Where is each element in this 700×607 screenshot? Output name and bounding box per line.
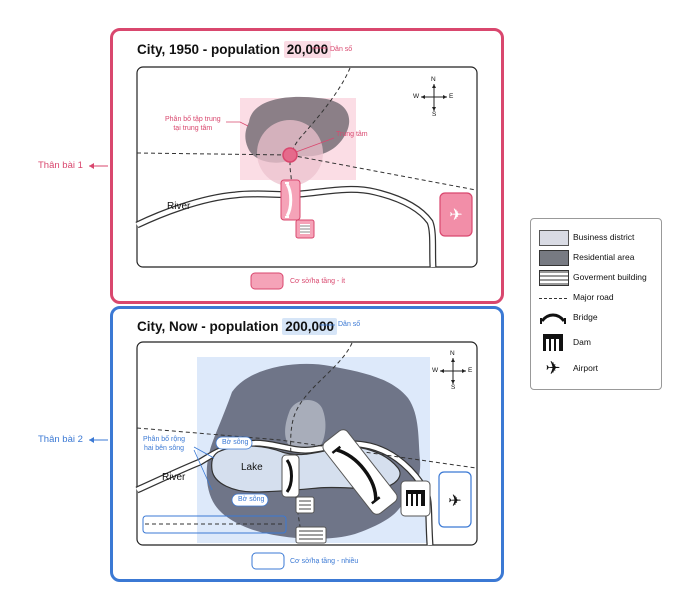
- government-building-swatch: [539, 270, 569, 286]
- airport-1950-highlight: [439, 192, 473, 237]
- lake-label: Lake: [241, 462, 263, 473]
- side-arrow-1-head: [89, 163, 94, 169]
- airport-now-icon: ✈: [448, 493, 461, 510]
- legend-item-business: [539, 229, 569, 247]
- bridge-now-2: [322, 429, 398, 515]
- compass-now-w: W: [432, 367, 439, 374]
- infra-note-now: Cơ sở/hạ tầng - nhiều: [290, 558, 359, 565]
- legend-label-road: Major road: [573, 292, 614, 302]
- airport-1950-icon: ✈: [449, 207, 462, 224]
- infra-note-now-swatch: [251, 552, 285, 570]
- compass-1950-s: S: [432, 111, 437, 118]
- side-label-2: Thân bài 2: [38, 434, 83, 445]
- spread-annotation-line2: hai bên sông: [143, 445, 185, 452]
- bridge-icon: [540, 313, 566, 324]
- bridge-1950-caps: [285, 182, 289, 218]
- compass-1950-n: N: [431, 76, 436, 83]
- compass-now-e: E: [468, 367, 473, 374]
- side-arrow-2-head: [89, 437, 94, 443]
- panel-now-title-prefix: City, Now - population: [137, 319, 283, 334]
- panel-1950-title-prefix: City, 1950 - population: [137, 42, 284, 57]
- legend-item-dam: [539, 331, 567, 353]
- spread-annotation-line1: Phân bố rộng: [143, 436, 186, 443]
- major-road-east-west-1950: [136, 152, 477, 191]
- major-road-line: [539, 297, 567, 299]
- compass-1950-e: E: [449, 93, 454, 100]
- compass-now-s: S: [451, 384, 456, 391]
- riverbank-label-box-1: [215, 436, 253, 450]
- bridge-now-1-icon: [285, 459, 293, 493]
- airport-now-highlight: [438, 471, 472, 528]
- center-marker: [282, 147, 298, 163]
- cluster-annotation-line: [226, 121, 249, 127]
- river-1950: [136, 187, 436, 268]
- legend-item-airport: ✈: [539, 357, 567, 379]
- residential-area-swatch: [539, 250, 569, 266]
- panel-1950-population-note: Dân số: [330, 46, 353, 53]
- new-road-highlight: [142, 515, 287, 534]
- legend-label-airport: Airport: [573, 363, 599, 373]
- panel-1950-population: 20,000: [283, 41, 332, 58]
- riverbank-label-1: Bờ sông: [222, 439, 249, 446]
- legend-label-government: Goverment building: [573, 272, 647, 282]
- legend-label-residential: Residential area: [573, 252, 635, 262]
- compass-1950: [421, 84, 447, 111]
- river-label-1950: River: [167, 201, 191, 212]
- infra-note-1950: Cơ sở/hạ tầng - ít: [290, 278, 346, 285]
- compass-now-n: N: [450, 350, 455, 357]
- legend-label-bridge: Bridge: [573, 312, 598, 322]
- compass-now: [440, 358, 466, 384]
- airport-icon: ✈: [545, 357, 561, 378]
- infra-note-1950-swatch: [250, 272, 284, 290]
- legend-item-road: [539, 289, 567, 307]
- dam-now-icon: [406, 490, 425, 506]
- legend-item-government: [539, 269, 569, 287]
- cluster-annotation: Phân bố tập trung tại trung tâm: [165, 115, 221, 133]
- center-annotation-line: [295, 137, 335, 153]
- legend: Business district Residential area Gover…: [530, 218, 662, 390]
- riverbank-label-2: Bờ sông: [238, 496, 265, 503]
- government-building-now-1-icon: [299, 500, 311, 510]
- bridge-1950-icon: [285, 183, 293, 217]
- panel-1950-title: City, 1950 - population 20,000: [137, 41, 332, 58]
- legend-item-bridge: [539, 309, 567, 327]
- government-building-now-2-icon: [299, 530, 323, 540]
- legend-label-business: Business district: [573, 232, 635, 242]
- compass-1950-w: W: [413, 93, 420, 100]
- panel-now-population-note: Dân số: [338, 321, 361, 328]
- center-annotation: Trung tâm: [336, 131, 368, 138]
- spread-annotation-line-1: [193, 446, 215, 459]
- river-label-now: River: [162, 472, 186, 483]
- side-label-1: Thân bài 1: [38, 160, 83, 171]
- spread-annotation: Phân bố rộng hai bên sông: [143, 435, 185, 453]
- panel-now-population: 200,000: [282, 318, 338, 335]
- cluster-annotation-line1: Phân bố tập trung: [165, 116, 221, 123]
- legend-label-dam: Dam: [573, 337, 591, 347]
- cluster-annotation-line2: tại trung tâm: [173, 125, 213, 132]
- government-building-1950-icon: [300, 224, 310, 234]
- panel-now-title: City, Now - population 200,000: [137, 318, 338, 335]
- major-road-east-west-now: [136, 427, 477, 469]
- spread-annotation-line-2: [193, 449, 213, 491]
- business-district-swatch: [539, 230, 569, 246]
- dam-icon: [543, 334, 563, 351]
- legend-item-residential: [539, 249, 569, 267]
- riverbank-label-box-2: [231, 493, 269, 507]
